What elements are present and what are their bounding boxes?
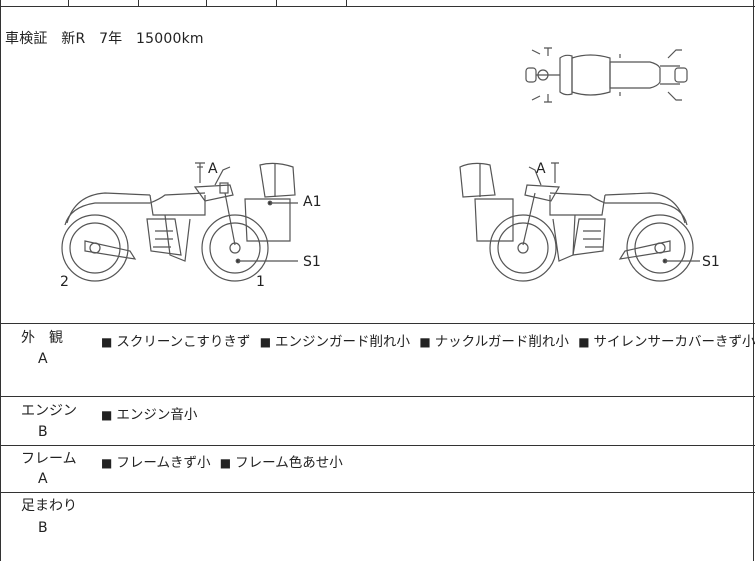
bullet-square-icon: ■ <box>219 456 232 470</box>
section-grade-exterior: A <box>38 351 48 367</box>
section-category-exterior: 外 観 <box>21 330 63 346</box>
section-notes-engine: ■エンジン音小 <box>101 403 202 423</box>
divider-diagram-bottom <box>0 323 755 324</box>
motorcycle-left-side-icon <box>61 162 298 282</box>
bullet-square-icon: ■ <box>578 335 590 349</box>
marker-a-left: A <box>208 161 218 177</box>
divider-frame-top <box>0 445 755 446</box>
divider-suspension-top <box>0 492 755 493</box>
note-item: ■エンジンガード削れ小 <box>259 334 411 350</box>
right-border <box>753 0 754 561</box>
registration-label: 車検証 <box>5 31 48 47</box>
marker-2-left: 2 <box>60 274 69 290</box>
section-grade-frame: A <box>38 471 48 487</box>
marker-a1-left: A1 <box>303 194 322 210</box>
section-category-frame: フレーム <box>21 451 77 467</box>
section-grade-engine: B <box>38 424 48 440</box>
registration-mileage: 15000km <box>136 31 204 47</box>
registration-status: 新R <box>61 31 86 47</box>
marker-a-right: A <box>536 161 546 177</box>
marker-s1-right: S1 <box>702 254 720 270</box>
left-border <box>0 0 1 561</box>
note-item: ■エンジン音小 <box>101 407 198 423</box>
section-notes-exterior: ■スクリーンこすりきず ■エンジンガード削れ小 ■ナックルガード削れ小 ■サイレ… <box>101 330 755 350</box>
registration-info: 車検証 新R 7年 15000km <box>5 28 213 48</box>
section-notes-frame: ■フレームきず小 ■フレーム色あせ小 <box>101 451 348 471</box>
note-item: ■ナックルガード削れ小 <box>419 334 569 350</box>
top-border <box>0 6 755 7</box>
registration-year: 7年 <box>99 31 123 47</box>
bullet-square-icon: ■ <box>101 456 113 470</box>
bullet-square-icon: ■ <box>101 408 113 422</box>
section-grade-suspension: B <box>38 520 48 536</box>
note-item: ■サイレンサーカバーきず小 <box>578 334 755 350</box>
note-item: ■フレーム色あせ小 <box>219 455 343 471</box>
note-item: ■スクリーンこすりきず <box>101 334 251 350</box>
note-item: ■フレームきず小 <box>101 455 211 471</box>
motorcycle-right-side-icon <box>459 162 700 282</box>
bullet-square-icon: ■ <box>101 335 113 349</box>
motorcycle-top-view-icon <box>525 47 688 103</box>
bullet-square-icon: ■ <box>419 335 431 349</box>
marker-s1-left: S1 <box>303 254 321 270</box>
marker-1-left: 1 <box>256 274 265 290</box>
top-table-row <box>0 0 755 6</box>
section-category-suspension: 足まわり <box>21 498 77 514</box>
bullet-square-icon: ■ <box>259 335 272 349</box>
divider-engine-top <box>0 396 755 397</box>
section-category-engine: エンジン <box>21 403 77 419</box>
